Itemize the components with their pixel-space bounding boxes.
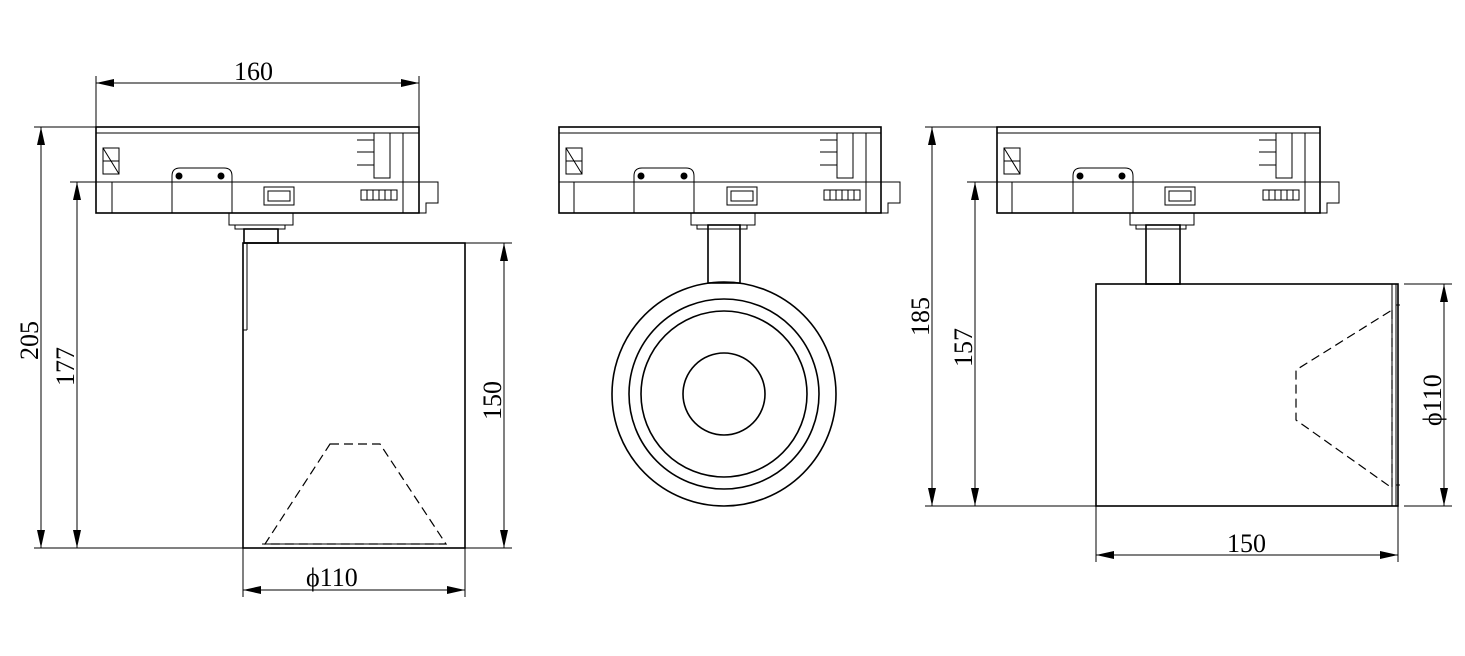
right-view: 185 157 ϕ110 150 — [906, 126, 1452, 562]
dim-label-left-total-height: 205 — [15, 321, 44, 360]
middle-track-adapter — [558, 126, 901, 214]
dim-label-left-width: 160 — [234, 57, 273, 86]
dim-right-total-height: 185 — [906, 126, 1096, 507]
dim-right-housing-height: 157 — [949, 181, 1012, 506]
dim-right-length: 150 — [1095, 506, 1399, 562]
right-stem — [1129, 212, 1195, 285]
dim-label-left-diameter: ϕ110 — [306, 563, 358, 592]
left-track-adapter — [95, 126, 439, 214]
dim-label-right-length: 150 — [1227, 529, 1266, 558]
dim-label-right-housing-height: 157 — [949, 328, 978, 367]
right-body — [1095, 283, 1400, 507]
dim-left-housing-height: 177 — [51, 181, 112, 548]
dim-label-right-diameter: ϕ110 — [1418, 374, 1447, 426]
dim-label-right-total-height: 185 — [906, 297, 935, 336]
dim-label-left-housing-height: 177 — [51, 347, 80, 386]
middle-stem — [690, 212, 756, 284]
right-track-adapter — [996, 126, 1340, 214]
dim-right-diameter: ϕ110 — [1404, 283, 1452, 507]
dim-left-width: 160 — [95, 57, 420, 127]
dim-left-total-height: 205 — [15, 126, 243, 549]
left-body — [242, 242, 466, 549]
left-stem — [228, 212, 294, 244]
dim-label-left-body-height: 150 — [478, 381, 507, 420]
left-view: 160 205 177 150 — [15, 57, 512, 597]
middle-view — [558, 126, 901, 507]
dim-left-body-height: 150 — [465, 242, 512, 549]
middle-lens-rings — [611, 281, 837, 507]
dim-left-diameter: ϕ110 — [242, 548, 466, 597]
